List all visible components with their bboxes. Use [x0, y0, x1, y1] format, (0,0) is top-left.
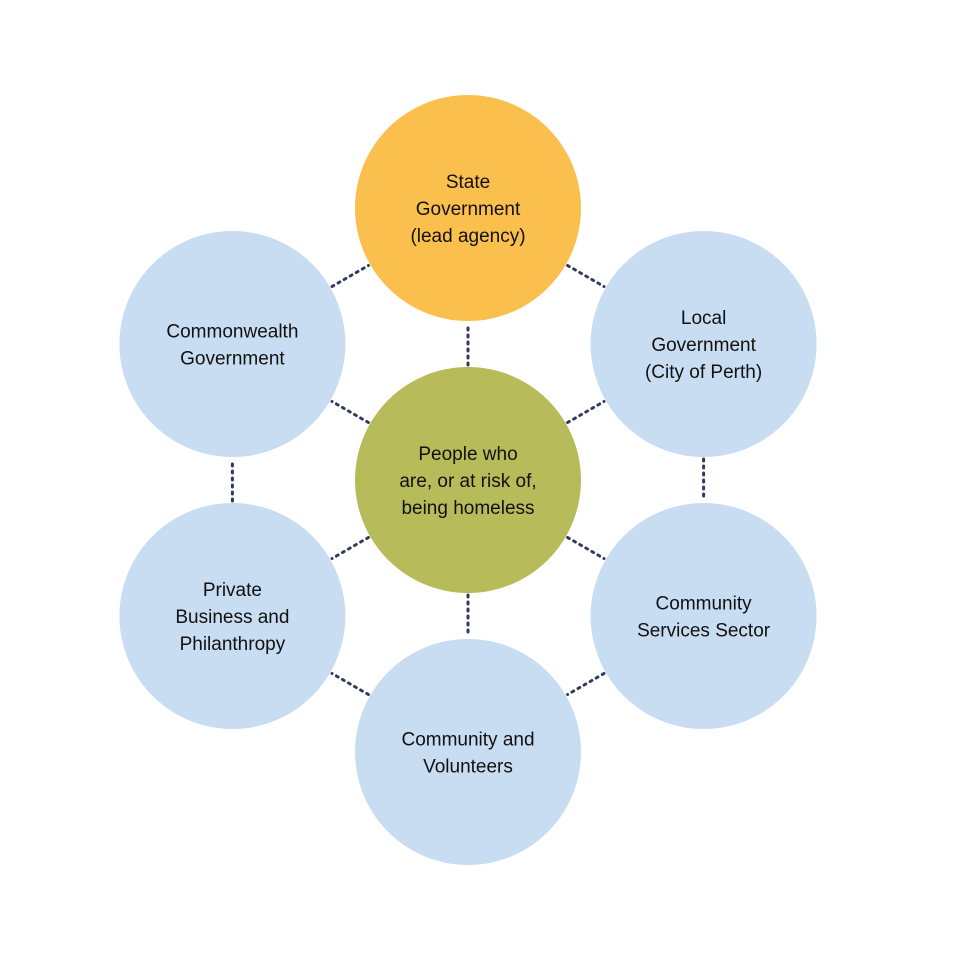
node-state-government-label-line-2: Government — [416, 199, 521, 220]
ring-link-community-services-sector-community-and-volunteers — [566, 672, 606, 696]
node-commonwealth-government-label-line-1: Commonwealth — [166, 322, 298, 343]
node-commonwealth-government-label-line-2: Government — [180, 349, 285, 370]
spoke-private-business-and-philanthropy — [330, 536, 370, 560]
node-state-government-circle — [355, 95, 581, 321]
node-local-government-label-line-3: (City of Perth) — [645, 362, 762, 383]
spoke-commonwealth-government — [330, 400, 370, 424]
ring-link-state-government-local-government — [566, 264, 606, 288]
spoke-local-government — [566, 400, 606, 424]
node-people-at-risk-of-homelessness-label-line-3: being homeless — [401, 498, 534, 519]
node-local-government-circle — [590, 231, 817, 457]
node-community-services-sector-label-line-2: Services Sector — [637, 621, 771, 642]
node-private-business-and-philanthropy-label-line-3: Philanthropy — [180, 634, 286, 655]
node-private-business-and-philanthropy-label-line-2: Business and — [175, 607, 289, 628]
node-community-services-sector-circle — [590, 503, 817, 729]
ring-link-community-and-volunteers-private-business-and-philanthropy — [330, 672, 370, 696]
node-local-government-label-line-1: Local — [681, 308, 726, 329]
node-commonwealth-government-circle — [119, 231, 346, 457]
node-private-business-and-philanthropy-circle — [119, 503, 346, 729]
node-community-services-sector-label-line-1: Community — [656, 594, 753, 615]
node-private-business-and-philanthropy-label-line-1: Private — [203, 580, 262, 601]
ring-link-commonwealth-government-state-government — [330, 264, 370, 288]
connectors — [230, 264, 706, 696]
node-community-and-volunteers-circle — [355, 639, 581, 865]
spoke-community-services-sector — [566, 536, 606, 560]
node-people-at-risk-of-homelessness-circle — [355, 367, 581, 593]
node-state-government-label-line-3: (lead agency) — [410, 226, 525, 247]
node-people-at-risk-of-homelessness-label-line-1: People who — [418, 444, 517, 465]
node-state-government-label-line-1: State — [446, 172, 490, 193]
node-people-at-risk-of-homelessness: People who are, or at risk of, being homel… — [355, 367, 581, 593]
node-local-government-label-line-2: Government — [651, 335, 756, 356]
node-community-and-volunteers-label-line-1: Community and — [401, 730, 534, 751]
node-community-and-volunteers-label-line-2: Volunteers — [423, 757, 513, 778]
node-people-at-risk-of-homelessness-label-line-2: are, or at risk of, — [399, 471, 536, 492]
